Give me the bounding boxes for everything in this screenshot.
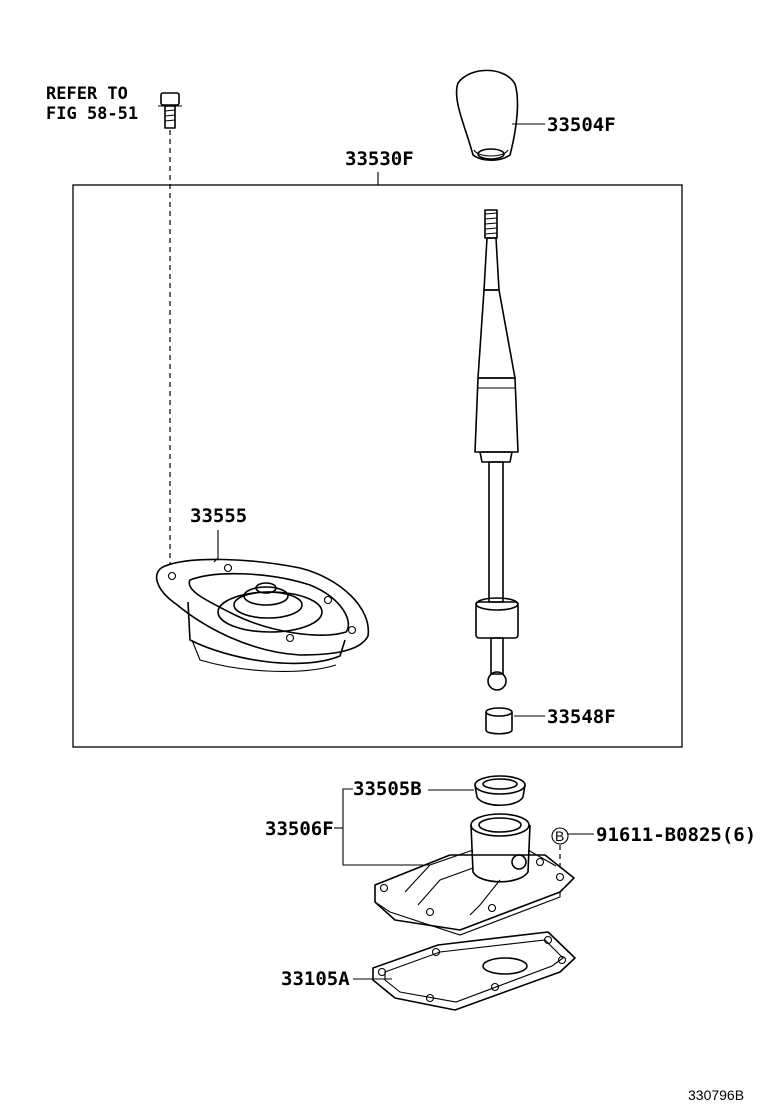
label-retainer: 33555: [190, 505, 247, 527]
reference-bolt: [158, 92, 182, 129]
housing-bracket: [342, 788, 360, 866]
shift-housing: [374, 813, 575, 936]
shift-retainer: [155, 558, 370, 672]
bolt-marker-circle: [551, 827, 569, 845]
label-bolt: 91611-B0825(6): [596, 824, 756, 846]
shift-seat: [474, 775, 526, 807]
label-bushing: 33548F: [547, 706, 616, 728]
illustration-id: 330796B: [688, 1087, 744, 1103]
label-seat: 33505B: [353, 778, 422, 800]
shift-lever: [474, 209, 519, 691]
label-gasket: 33105A: [281, 968, 350, 990]
reference-note-line1: REFER TO: [46, 84, 128, 104]
shift-knob: [455, 69, 519, 162]
bolt-marker-letter: B: [555, 828, 564, 844]
gasket: [372, 931, 576, 1011]
label-lever-assembly: 33530F: [345, 148, 414, 170]
retainer-leader: [213, 530, 219, 563]
lever-assembly-box: [72, 184, 683, 748]
bushing: [485, 707, 513, 735]
label-knob: 33504F: [547, 114, 616, 136]
reference-note-line2: FIG 58-51: [46, 104, 138, 124]
label-housing: 33506F: [265, 818, 334, 840]
